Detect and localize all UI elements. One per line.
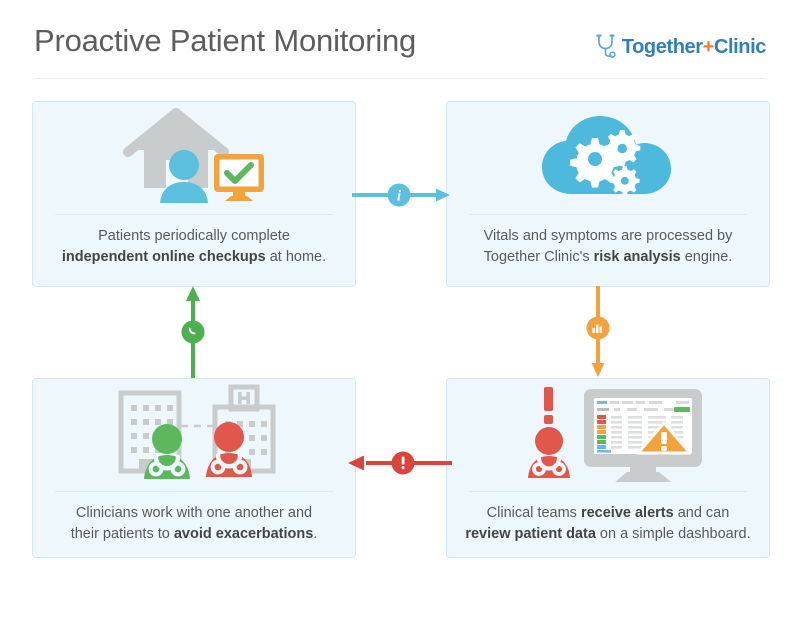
phone-icon <box>181 320 205 344</box>
person-icon <box>160 150 208 203</box>
arrow-head <box>348 455 364 471</box>
page-title: Proactive Patient Monitoring <box>34 23 417 58</box>
card4-caption-line1-head: Clinical teams <box>486 505 581 521</box>
clinician-red-icon <box>206 422 252 477</box>
card4-artwork <box>447 379 769 491</box>
clinicians-collaborate-card: Clinicians work with one another and the… <box>32 378 356 558</box>
card3-caption-line1: Clinicians work with one another and <box>75 505 313 521</box>
clinician-dashboard-illustration <box>528 387 702 482</box>
connector-card3-to-card1 <box>178 286 208 378</box>
phone-icon-glyph <box>188 327 196 335</box>
risk-analysis-engine-card: Vitals and symptoms are processed by Tog… <box>446 101 770 287</box>
patients-complete-checkups-card: Patients periodically complete independe… <box>32 101 356 287</box>
logo-text-part1: Together <box>621 35 703 58</box>
info-icon-glyph: i <box>397 189 402 205</box>
brand-logo: Together+Clinic <box>595 33 766 61</box>
card3-caption-line2-head: their patients to <box>70 526 174 542</box>
clinician-green-icon <box>144 424 190 479</box>
card2-caption-line2-head: Together Clinic's <box>483 249 594 265</box>
arrow-head <box>436 188 450 202</box>
connector-card2-to-card4 <box>583 286 613 378</box>
clinical-alerts-dashboard-card: Clinical teams receive alerts and can re… <box>446 378 770 558</box>
logo-plus-icon: + <box>702 35 715 58</box>
card1-caption-tail: at home. <box>265 249 327 265</box>
card2-caption-line1: Vitals and symptoms are processed by <box>483 228 733 244</box>
logo-text-part2: Clinic <box>713 35 766 58</box>
card4-caption-bold1: receive alerts <box>580 505 674 521</box>
card1-caption-line1: Patients periodically complete <box>98 228 290 244</box>
gear-medium-hole <box>617 143 627 154</box>
card3-caption: Clinicians work with one another and the… <box>49 503 339 545</box>
card3-caption-tail: . <box>313 526 318 542</box>
card2-artwork <box>447 102 769 214</box>
card3-caption-bold: avoid exacerbations <box>173 526 314 542</box>
arrow-head <box>591 363 605 377</box>
stethoscope-icon <box>595 33 619 61</box>
card3-artwork <box>33 379 355 491</box>
cloud-gears-icon <box>542 116 671 196</box>
card1-artwork <box>33 102 355 214</box>
card3-divider <box>55 491 333 492</box>
card4-divider <box>469 491 747 492</box>
buildings-clinicians-illustration <box>118 384 276 479</box>
hospital-h-letter <box>238 392 250 404</box>
clinician-alert-icon <box>528 387 570 478</box>
header: Proactive Patient Monitoring Together+Cl… <box>0 0 800 88</box>
card2-caption: Vitals and symptoms are processed by Tog… <box>463 226 753 268</box>
header-divider <box>34 78 766 79</box>
card1-divider <box>55 214 333 215</box>
card2-caption-tail: engine. <box>680 249 733 265</box>
card1-caption: Patients periodically complete independe… <box>49 226 339 268</box>
gear-small-hole <box>620 176 629 185</box>
dashboard-monitor-icon <box>584 389 702 482</box>
info-icon <box>387 183 411 207</box>
card4-caption-tail: on a simple dashboard. <box>595 526 751 542</box>
cloud-gears-illustration <box>542 116 671 196</box>
monitor-check-icon <box>214 154 264 201</box>
gear-large-hole <box>588 152 602 166</box>
connector-card4-to-card3 <box>346 448 452 478</box>
card4-caption-line1-tail: and can <box>673 505 730 521</box>
card4-caption-bold2: review patient data <box>465 526 596 542</box>
house-person-monitor-illustration <box>123 108 264 203</box>
bar-chart-icon-glyph <box>592 324 602 333</box>
card2-divider <box>469 214 747 215</box>
exclamation-icon <box>544 387 553 424</box>
connector-card1-to-card2: i <box>352 180 452 210</box>
arrow-head <box>186 286 200 301</box>
card2-caption-bold: risk analysis <box>593 249 681 265</box>
card4-caption: Clinical teams receive alerts and can re… <box>463 503 753 545</box>
card1-caption-bold: independent online checkups <box>61 249 266 265</box>
warning-triangle-icon <box>636 421 692 455</box>
logo-text: Together+Clinic <box>621 35 767 59</box>
exclamation-icon-glyph <box>401 456 405 470</box>
